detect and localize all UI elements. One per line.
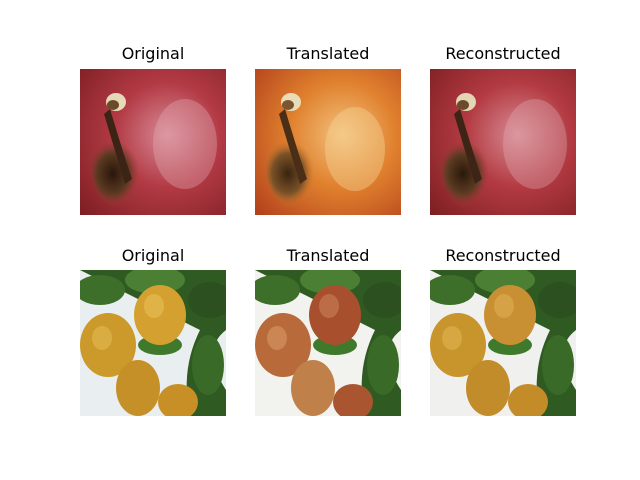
panel-title: Original (121, 246, 185, 265)
panel-title: Reconstructed (445, 44, 561, 63)
apple-translated-image (255, 69, 401, 215)
apple-reconstructed-image (430, 69, 576, 215)
panel-title: Translated (286, 44, 370, 63)
fruit-tree-reconstructed-image (430, 270, 576, 416)
fruit-tree-translated-image (255, 270, 401, 416)
panel-title: Reconstructed (445, 246, 561, 265)
panel-title: Translated (286, 246, 370, 265)
apple-original-image (80, 69, 226, 215)
fruit-tree-original-image (80, 270, 226, 416)
panel-title: Original (121, 44, 185, 63)
